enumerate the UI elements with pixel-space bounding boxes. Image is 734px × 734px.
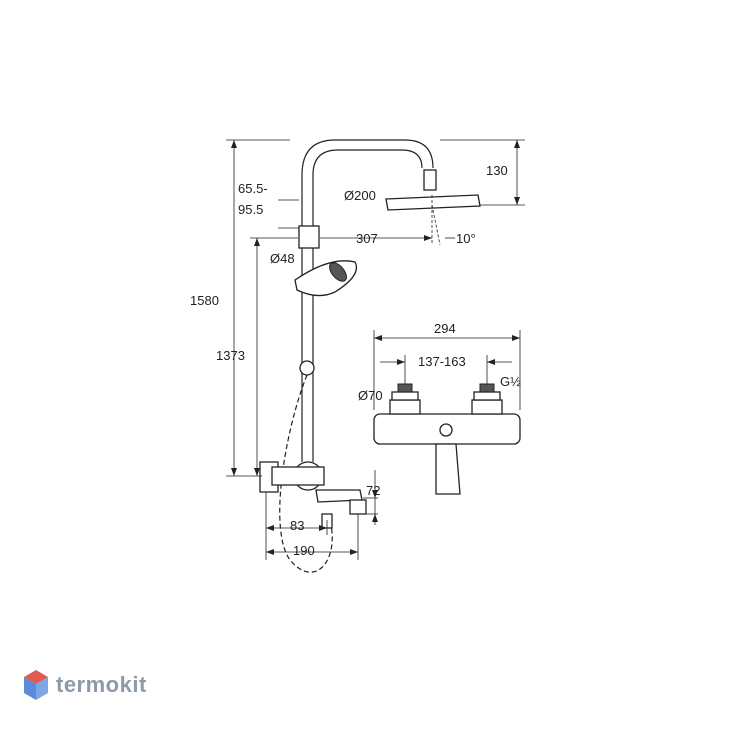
label-adjust-range-top: 65.5-	[238, 181, 268, 196]
termokit-logo-icon	[24, 670, 48, 700]
label-pipe-diameter: Ø48	[270, 251, 295, 266]
watermark-text: termokit	[56, 672, 147, 697]
label-head-diameter: Ø200	[344, 188, 376, 203]
watermark: termokit	[22, 668, 147, 702]
label-height-bar: 1373	[216, 348, 245, 363]
label-arm-length: 307	[356, 231, 378, 246]
dimension-lines	[226, 139, 525, 560]
mixer-front-view	[373, 330, 521, 495]
label-connection-spacing: 137-163	[418, 354, 466, 369]
label-height-total: 1580	[190, 293, 219, 308]
label-head-drop: 130	[486, 163, 508, 178]
label-thread-size: G½	[500, 374, 521, 389]
label-spout-length: 190	[293, 543, 315, 558]
label-tilt-angle: 10°	[456, 231, 476, 246]
label-spout-height: 72	[366, 483, 380, 498]
label-knob-diameter: Ø70	[358, 388, 383, 403]
label-adjust-range-bottom: 95.5	[238, 202, 263, 217]
label-spout-offset: 83	[290, 518, 304, 533]
label-mixer-width: 294	[434, 321, 456, 336]
shower-column	[259, 139, 481, 573]
